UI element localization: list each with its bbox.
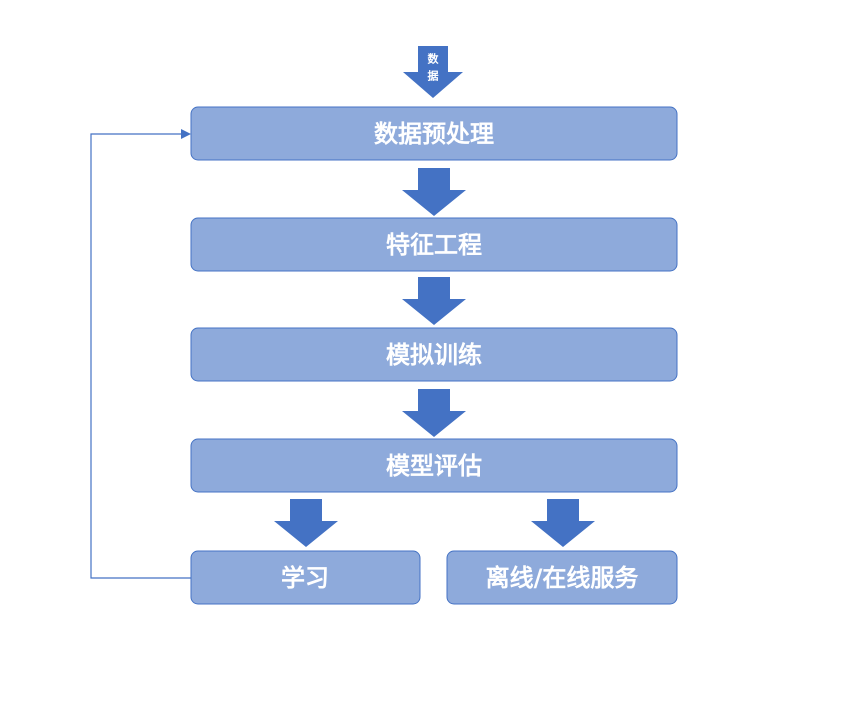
serving-label: 离线/在线服务 [486,564,640,592]
arrow-training-to-evaluation [402,389,466,437]
preprocess-label: 数据预处理 [374,120,494,148]
learning-label: 学习 [281,564,329,592]
preprocess-box: 数据预处理 [190,106,678,161]
model-evaluation-box: 模型评估 [190,438,678,493]
arrow-evaluation-to-learning [274,499,338,547]
feedback-loop-arrowhead [181,129,191,139]
data-input-label-line2: 据 [428,69,439,83]
model-evaluation-box-shape [190,438,678,493]
serving-box: 离线/在线服务 [446,550,678,605]
data-input-arrow: 数 据 [403,46,463,98]
data-input-arrow-shape [403,46,463,98]
serving-box-shape [446,550,678,605]
feedback-loop-arrow [90,129,191,579]
arrow-feature-to-training [402,277,466,325]
learning-box: 学习 [190,550,421,605]
model-training-label: 模拟训练 [386,341,482,369]
feature-engineering-box: 特征工程 [190,217,678,272]
arrow-evaluation-to-serving [531,499,595,547]
preprocess-box-shape [190,106,678,161]
feature-engineering-box-shape [190,217,678,272]
data-input-label-line1: 数 [428,52,440,66]
arrow-preprocess-to-feature [402,168,466,216]
feedback-loop-line [90,133,191,579]
model-training-box-shape [190,327,678,382]
feature-engineering-label: 特征工程 [386,231,482,259]
model-evaluation-label: 模型评估 [386,452,482,480]
model-training-box: 模拟训练 [190,327,678,382]
